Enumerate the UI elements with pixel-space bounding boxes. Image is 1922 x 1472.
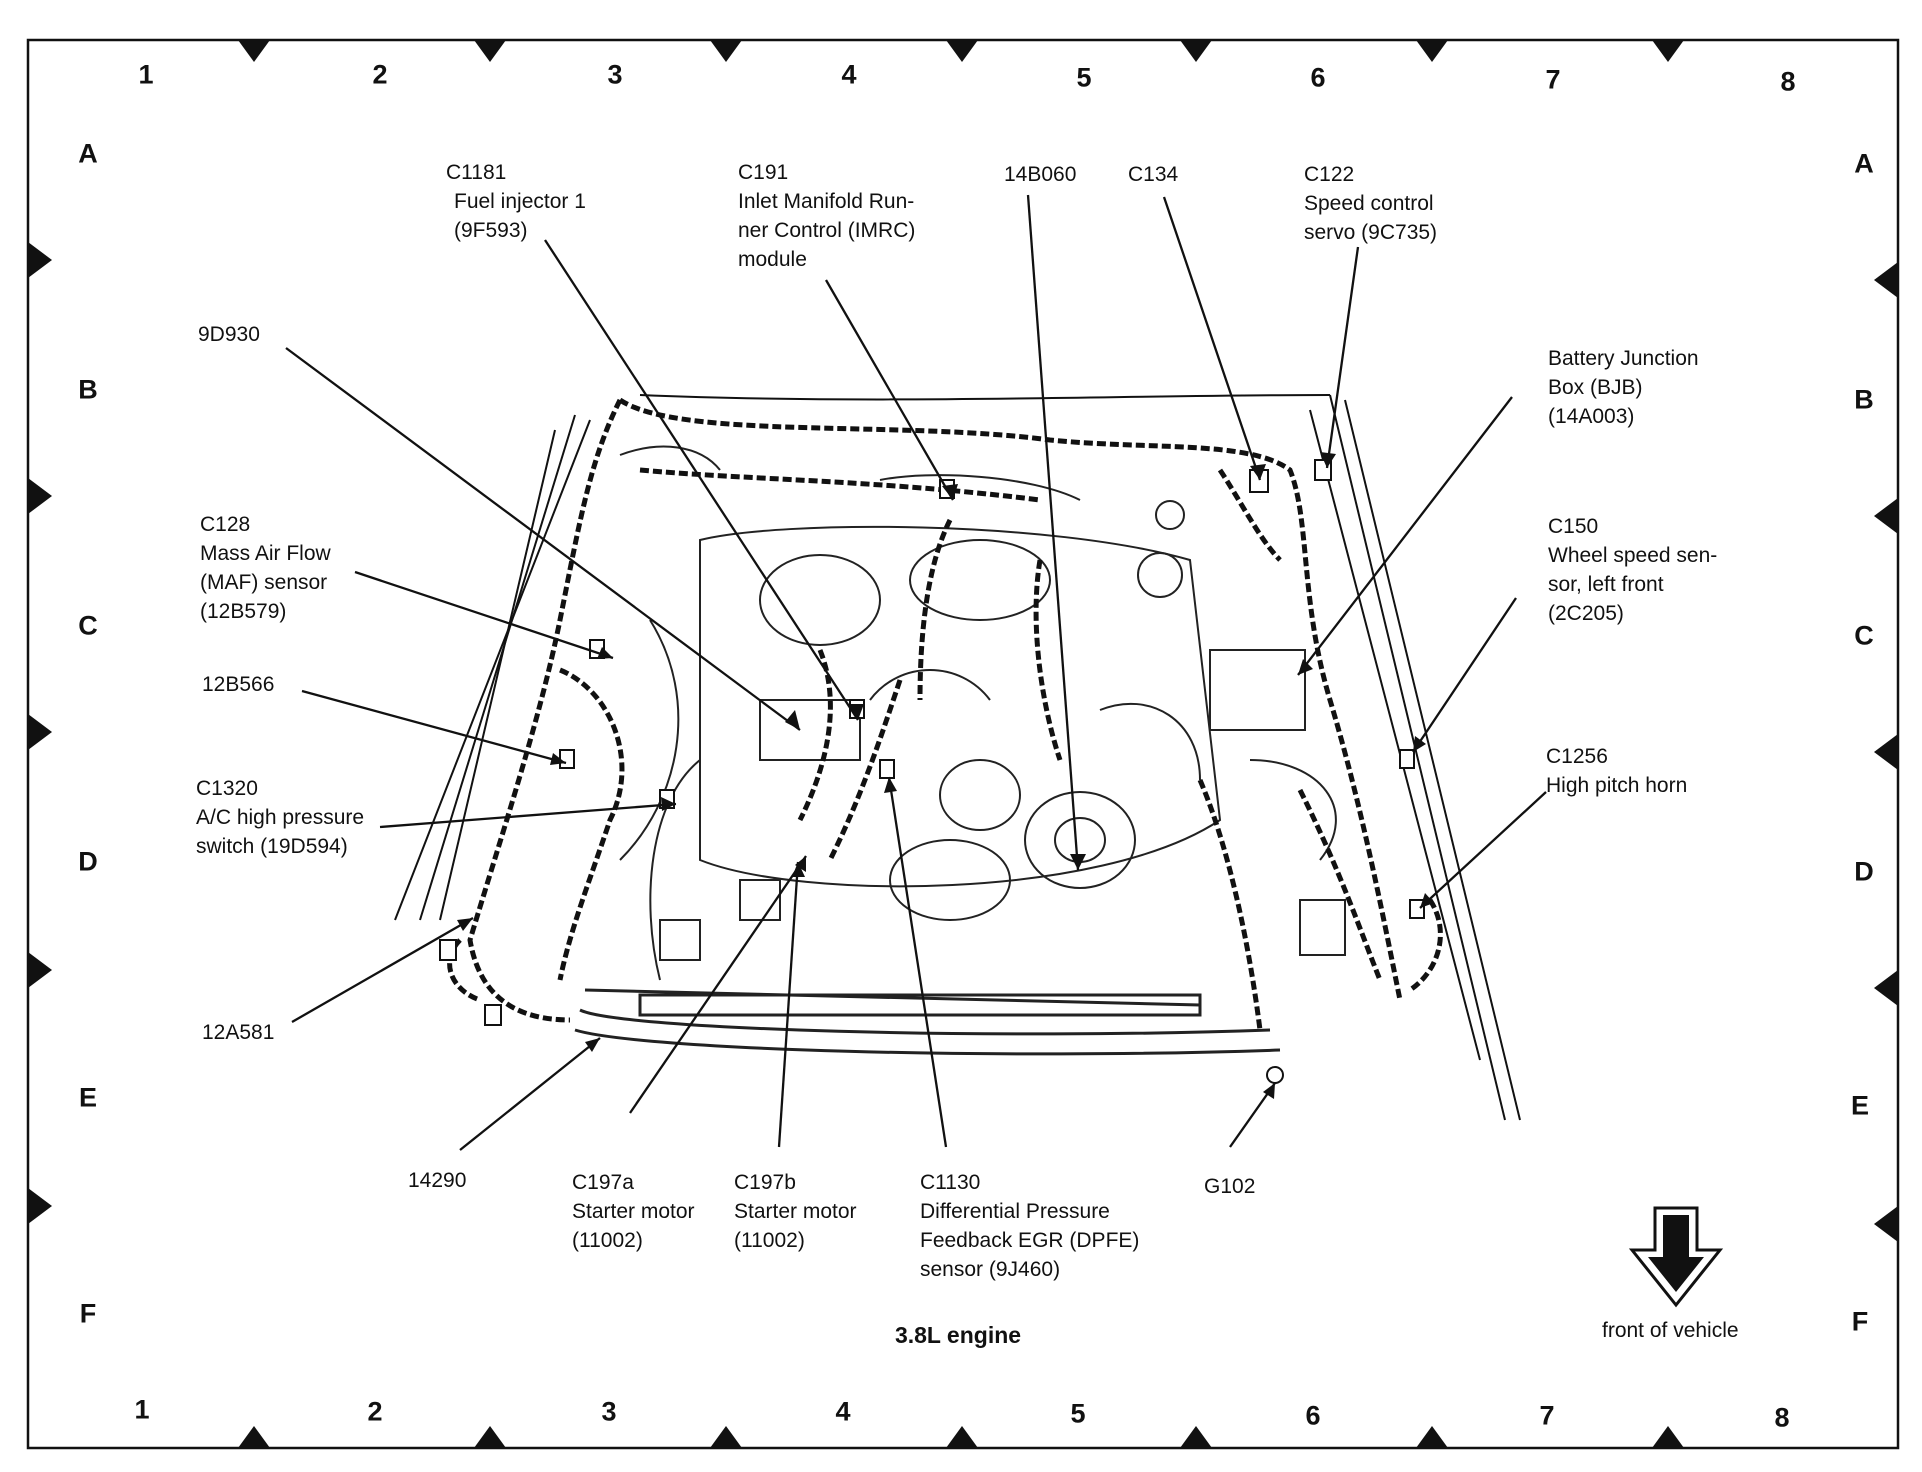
- grid-row-left-f: F: [79, 1298, 97, 1329]
- grid-row-right-e: E: [1850, 1090, 1870, 1121]
- label-14290: 14290: [408, 1169, 467, 1192]
- engine-block: [619, 445, 1346, 981]
- grid-row-right-b: B: [1854, 384, 1874, 415]
- label-c1256: C1256 High pitch horn: [1546, 745, 1688, 797]
- radiator-support: [574, 988, 1281, 1056]
- grid-col-bottom-3: 3: [601, 1396, 617, 1427]
- grid-col-top-4: 4: [841, 59, 857, 90]
- grid-col-bottom-1: 1: [134, 1394, 150, 1425]
- label-12b566: 12B566: [202, 673, 275, 696]
- label-12a581: 12A581: [202, 1021, 275, 1044]
- label-c197a: C197a Starter motor (11002): [572, 1171, 695, 1252]
- grid-col-bottom-2: 2: [367, 1396, 383, 1427]
- label-c150: C150 Wheel speed sen- sor, left front (2…: [1548, 515, 1718, 625]
- label-c197b: C197b Starter motor (11002): [734, 1171, 857, 1252]
- leader-arrows: [457, 452, 1434, 1099]
- body-outline: [394, 394, 1521, 1121]
- leader-lines: [285, 194, 1547, 1151]
- label-c134: C134: [1128, 163, 1179, 186]
- grid-col-top-3: 3: [607, 59, 623, 90]
- label-c1320: C1320 A/C high pressure switch (19D594): [196, 777, 365, 858]
- grid-row-left-a: A: [78, 138, 98, 169]
- grid-row-right-c: C: [1854, 620, 1874, 651]
- grid-row-left-b: B: [78, 374, 98, 405]
- grid-row-left-e: E: [78, 1082, 98, 1113]
- grid-col-bottom-5: 5: [1070, 1398, 1086, 1429]
- grid-row-left-c: C: [78, 610, 98, 641]
- label-c1130: C1130 Differential Pressure Feedback EGR…: [920, 1171, 1140, 1281]
- grid-col-bottom-8: 8: [1774, 1402, 1790, 1433]
- grid-col-top-2: 2: [372, 59, 388, 90]
- label-c122: C122 Speed control servo (9C735): [1304, 163, 1438, 244]
- grid-col-bottom-7: 7: [1539, 1400, 1555, 1431]
- grid-col-top-8: 8: [1780, 66, 1796, 97]
- grid-col-top-6: 6: [1310, 62, 1326, 93]
- grid-row-right-a: A: [1854, 148, 1874, 179]
- grid-row-right-f: F: [1851, 1306, 1869, 1337]
- wiring-harness: [447, 397, 1443, 1031]
- grid-row-left-d: D: [78, 846, 98, 877]
- grid-markers: [28, 40, 1898, 1448]
- front-arrow: [1628, 1206, 1724, 1308]
- label-battery-junction-box: Battery Junction Box (BJB) (14A003): [1548, 347, 1699, 428]
- grid-row-right-d: D: [1854, 856, 1874, 887]
- label-c1181: C1181 Fuel injector 1 (9F593): [446, 161, 586, 242]
- label-c128: C128 Mass Air Flow (MAF) sensor (12B579): [200, 513, 331, 623]
- grid-col-bottom-4: 4: [835, 1396, 851, 1427]
- label-g102: G102: [1204, 1175, 1256, 1198]
- label-9d930: 9D930: [198, 323, 260, 346]
- grid-col-top-5: 5: [1076, 62, 1092, 93]
- front-of-vehicle-label: front of vehicle: [1602, 1319, 1739, 1342]
- grid-col-bottom-6: 6: [1305, 1400, 1321, 1431]
- connectors: [439, 459, 1425, 1084]
- grid-col-top-1: 1: [138, 59, 154, 90]
- diagram-caption: 3.8L engine: [894, 1322, 1022, 1348]
- grid-col-top-7: 7: [1545, 64, 1561, 95]
- label-c191: C191 Inlet Manifold Run- ner Control (IM…: [738, 161, 916, 271]
- label-14b060: 14B060: [1004, 163, 1077, 186]
